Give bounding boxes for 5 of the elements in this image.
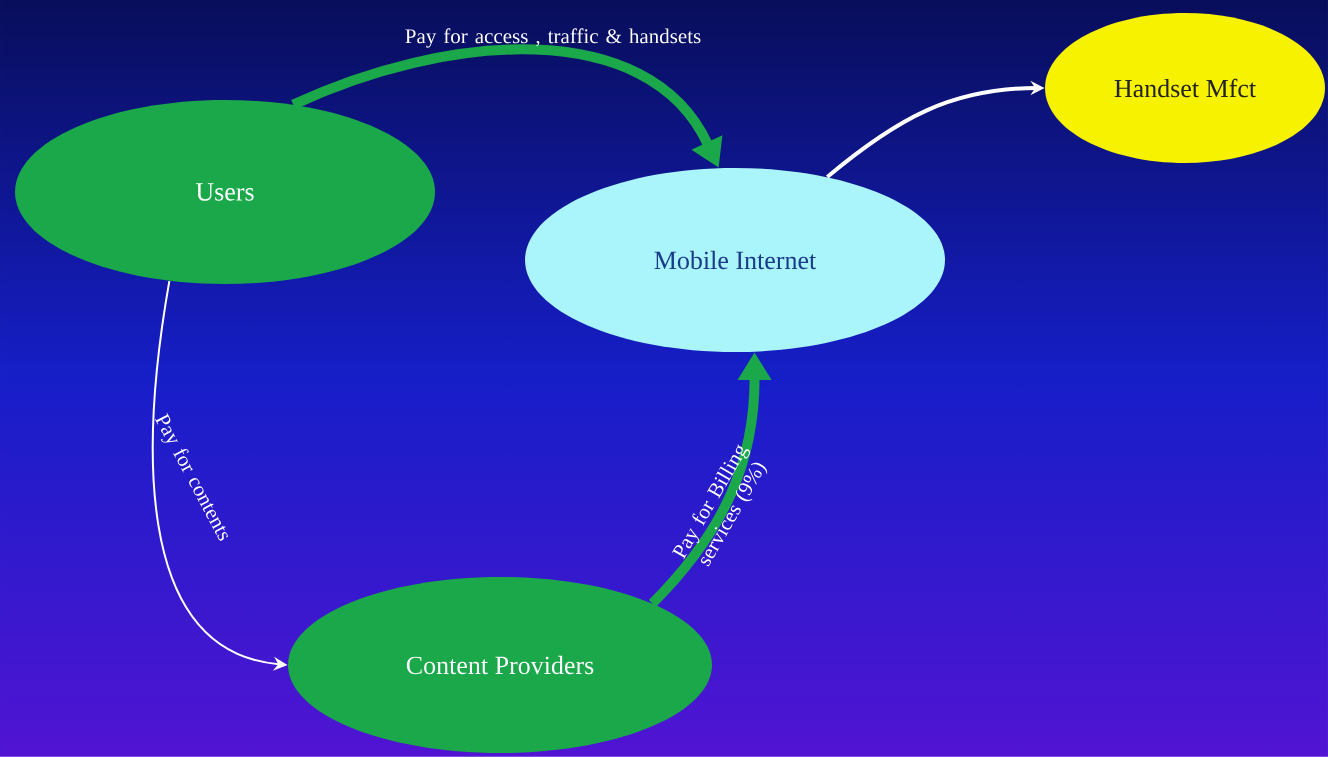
ellipse-node: Content Providers — [288, 577, 712, 753]
ellipse-node: Mobile Internet — [525, 168, 945, 352]
ellipse-node: Users — [15, 100, 435, 284]
ellipse-node: Handset Mfct — [1045, 13, 1325, 163]
edge-label: Pay for access , traffic & handsets — [405, 28, 701, 48]
